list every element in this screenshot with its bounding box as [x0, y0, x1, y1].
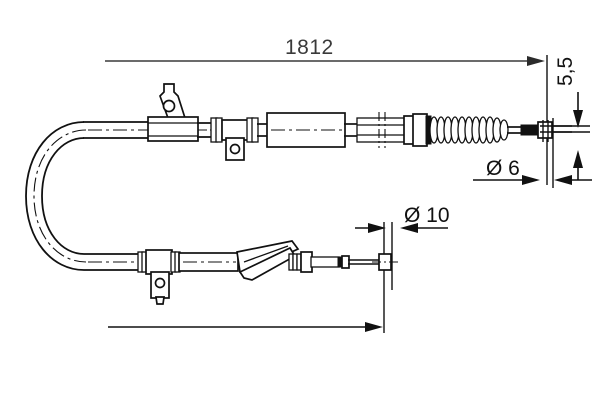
- u-bend-outer-edge: [25, 121, 85, 271]
- overall-length-arrow-right: [527, 56, 545, 66]
- clamp-bracket-lower: [145, 249, 181, 305]
- upper-ferrule-a: [210, 117, 223, 143]
- clamp-bracket-upper-hole: [229, 143, 241, 155]
- upper-end-block: [537, 121, 553, 139]
- lower-mid-tube: [178, 252, 239, 272]
- clamp-bracket-upper: [221, 117, 259, 161]
- upper-sleeve-body: [356, 117, 406, 143]
- lower-end-diameter-dimension: Ø 10: [355, 204, 450, 333]
- upper-diameter-label: Ø 6: [486, 157, 520, 180]
- overall-length-dimension: 1812: [105, 36, 548, 185]
- lower-ferrule-c: [288, 251, 313, 273]
- u-bend-inner-edge: [41, 137, 85, 255]
- upper-stepped-ferrule: [403, 113, 432, 147]
- eyelet-bracket-collar: [147, 116, 199, 142]
- wedge-clip-crease: [243, 245, 289, 263]
- clamp-bracket-lower-hole: [154, 277, 166, 289]
- clamp-bracket-lower-body: [145, 249, 173, 275]
- lower-diameter-arrow-left: [368, 223, 386, 233]
- end-height-arrow-up: [573, 150, 583, 168]
- upper-end-fitting: [507, 120, 572, 142]
- upper-stepped-ferrule-b: [412, 113, 428, 147]
- lower-length-dimension: [108, 322, 383, 332]
- upper-sleeve: [356, 112, 406, 148]
- wedge-clip-lower-face: [238, 246, 297, 281]
- u-bend-centerline: [33, 129, 87, 263]
- upper-diameter-arrow-right: [554, 175, 572, 185]
- clamp-bracket-lower-foot: [155, 296, 165, 305]
- lower-end-rod-crimp2: [341, 255, 350, 269]
- eyelet-bracket-hole: [162, 99, 176, 113]
- lower-end-rod: [310, 253, 400, 271]
- cable-u-bend: [25, 121, 87, 271]
- upper-ferrule-b-ring2: [251, 117, 259, 143]
- overall-length-label: 1812: [285, 36, 334, 59]
- upper-end-crimp: [520, 124, 540, 136]
- coil-spring: [429, 116, 509, 144]
- upper-diameter-arrow-left: [522, 175, 540, 185]
- end-height-arrow-down: [573, 110, 583, 128]
- upper-thin-cable-3: [344, 123, 358, 137]
- lower-diameter-label: Ø 10: [404, 204, 450, 227]
- wedge-clip: [236, 240, 300, 281]
- lower-length-arrow-right: [365, 322, 383, 332]
- eyelet-bracket: [147, 83, 199, 142]
- upper-end-diameter-dimension: Ø 6: [473, 118, 592, 188]
- lower-cable-branch: [84, 240, 400, 305]
- upper-cable-branch: [83, 83, 572, 161]
- upper-ferrule-a-ring2: [215, 117, 223, 143]
- cylindrical-body: [266, 112, 346, 148]
- coil-spring-turn: [499, 119, 509, 141]
- lower-end-rod-body: [310, 256, 340, 268]
- end-height-label: 5,5: [554, 57, 577, 86]
- clamp-bracket-upper-body: [221, 119, 249, 141]
- lower-diameter-arrow-right: [400, 223, 418, 233]
